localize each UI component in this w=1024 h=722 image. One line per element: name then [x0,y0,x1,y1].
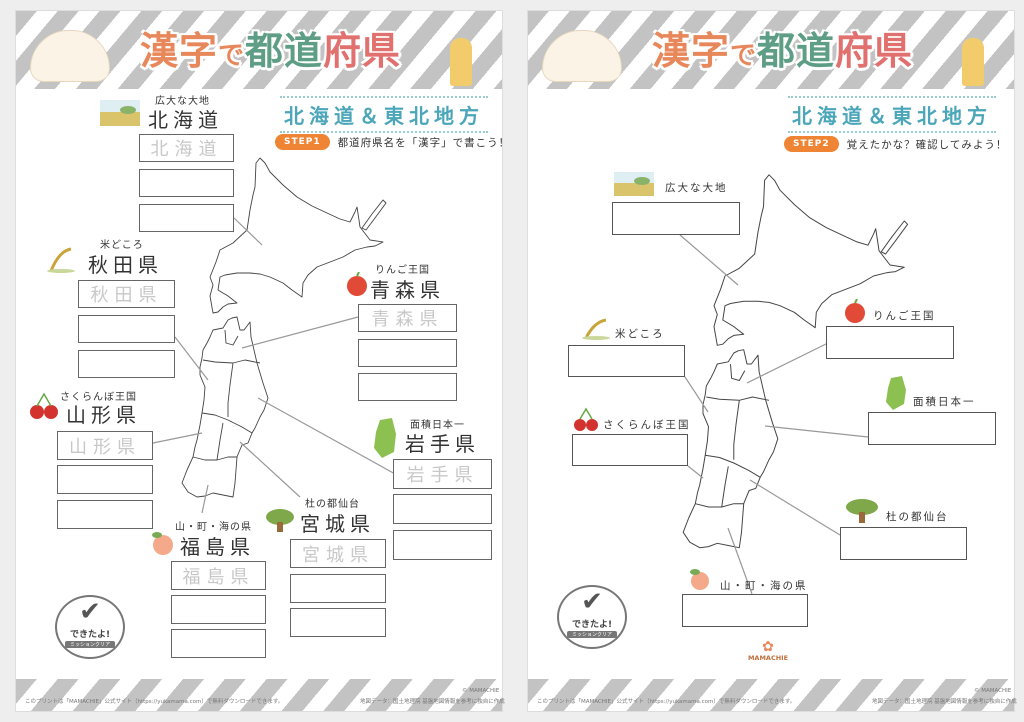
answer-box-miyagi[interactable] [840,527,967,560]
mission-clear-stamp: ✔できたよ!ミッションクリア [557,585,627,649]
leader-lines [152,217,869,595]
write-box-hokkaido[interactable] [139,169,234,197]
trace-box-iwate[interactable]: 岩手県 [393,459,492,489]
worksheet-title: 漢字で都道府県 [140,29,402,73]
write-box-iwate[interactable] [393,494,492,524]
write-box-miyagi[interactable] [290,574,386,603]
apple-icon [845,299,865,323]
step-badge: STEP2 [784,136,839,152]
peach-icon [152,532,173,555]
flower-icon: ✿ [762,639,774,655]
region-title: 北海道＆東北地方 [280,96,488,133]
quiz-label-iwate: 面積日本一 [913,396,976,408]
name-miyagi: 宮城県 [300,512,375,536]
mamachie-logo: ✿ MAMACHIE [745,640,791,662]
trace-box-akita[interactable]: 秋田県 [78,280,175,308]
quiz-label-miyagi: 杜の都仙台 [886,511,949,523]
nickname-miyagi: 杜の都仙台 [305,499,360,510]
rice-icon [582,318,610,340]
checkmark-icon: ✔ [581,587,603,617]
pencil-mascot-icon [450,38,472,86]
trace-box-hokkaido[interactable]: 北海道 [139,134,234,162]
trace-box-yamagata[interactable]: 山形県 [57,431,153,460]
footer-copyright: © MAMACHIE [974,688,1012,694]
tree-icon [846,499,878,523]
apple-icon [347,272,367,296]
footer-stripes [528,679,1014,711]
quiz-label-aomori: りんご王国 [873,310,936,322]
rice-icon [47,247,75,273]
write-box-fukushima[interactable] [171,629,266,658]
step-badge: STEP1 [275,134,330,150]
answer-box-yamagata[interactable] [572,434,688,466]
answer-box-hokkaido[interactable] [612,202,740,235]
answer-box-aomori[interactable] [826,326,954,359]
trace-box-miyagi[interactable]: 宮城県 [290,539,386,568]
field-icon [100,100,140,126]
mission-clear-stamp: ✔できたよ!ミッションクリア [55,595,125,659]
write-box-aomori[interactable] [358,373,457,401]
nickname-hokkaido: 広大な大地 [155,96,210,107]
write-box-miyagi[interactable] [290,608,386,637]
name-hokkaido: 北海道 [148,108,223,132]
nickname-fukushima: 山・町・海の県 [175,522,252,533]
write-box-yamagata[interactable] [57,465,153,494]
name-fukushima: 福島県 [180,535,255,559]
write-box-hokkaido[interactable] [139,204,234,232]
quiz-label-fukushima: 山・町・海の県 [720,580,808,592]
write-box-aomori[interactable] [358,339,457,367]
worksheet-title: 漢字で都道府県 [652,29,914,73]
write-box-akita[interactable] [78,315,175,343]
nickname-iwate: 面積日本一 [410,420,465,431]
trace-box-aomori[interactable]: 青森県 [358,304,457,332]
answer-box-akita[interactable] [568,345,685,377]
quiz-label-yamagata: さくらんぼ王国 [603,419,691,431]
footer-source: 地図データ：国土地理院 基盤地図情報を参考に独自に作成 [360,699,505,705]
tree-icon [266,509,294,532]
nickname-akita: 米どころ [100,240,144,251]
write-box-yamagata[interactable] [57,500,153,529]
quiz-label-hokkaido: 広大な大地 [665,182,728,194]
nickname-yamagata: さくらんぼ王国 [60,392,137,403]
write-box-iwate[interactable] [393,530,492,560]
pencil-mascot-icon [962,38,984,86]
footer-copyright: © MAMACHIE [462,688,500,694]
name-yamagata: 山形県 [66,403,141,427]
region-title: 北海道＆東北地方 [788,96,996,133]
footer-note: このプリントは「MAMACHIE」公式サイト（https://yukamama.… [25,699,284,705]
name-akita: 秋田県 [88,253,163,277]
nickname-aomori: りんご王国 [375,265,430,276]
peach-icon [690,569,709,590]
iwate-shape-icon [374,418,396,458]
footer-note: このプリントは「MAMACHIE」公式サイト（https://yukamama.… [537,699,796,705]
cherry-icon [30,392,58,419]
write-box-akita[interactable] [78,350,175,378]
dog-mascot-icon [542,30,622,82]
checkmark-icon: ✔ [79,597,101,627]
field-icon [614,172,654,196]
answer-box-fukushima[interactable] [682,594,808,627]
trace-box-fukushima[interactable]: 福島県 [171,561,266,590]
write-box-fukushima[interactable] [171,595,266,624]
iwate-shape-icon [886,376,906,410]
footer-stripes [16,679,502,711]
name-aomori: 青森県 [370,278,445,302]
answer-box-iwate[interactable] [868,412,996,445]
name-iwate: 岩手県 [405,432,480,456]
footer-source: 地図データ：国土地理院 基盤地図情報を参考に独自に作成 [872,699,1017,705]
cherry-icon [574,407,598,431]
quiz-label-akita: 米どころ [615,328,665,340]
